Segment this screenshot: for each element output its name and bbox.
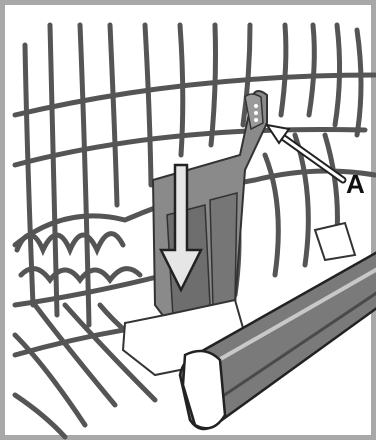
callout-label-a: A [346, 171, 376, 197]
dish-rack-illustration [5, 5, 376, 445]
